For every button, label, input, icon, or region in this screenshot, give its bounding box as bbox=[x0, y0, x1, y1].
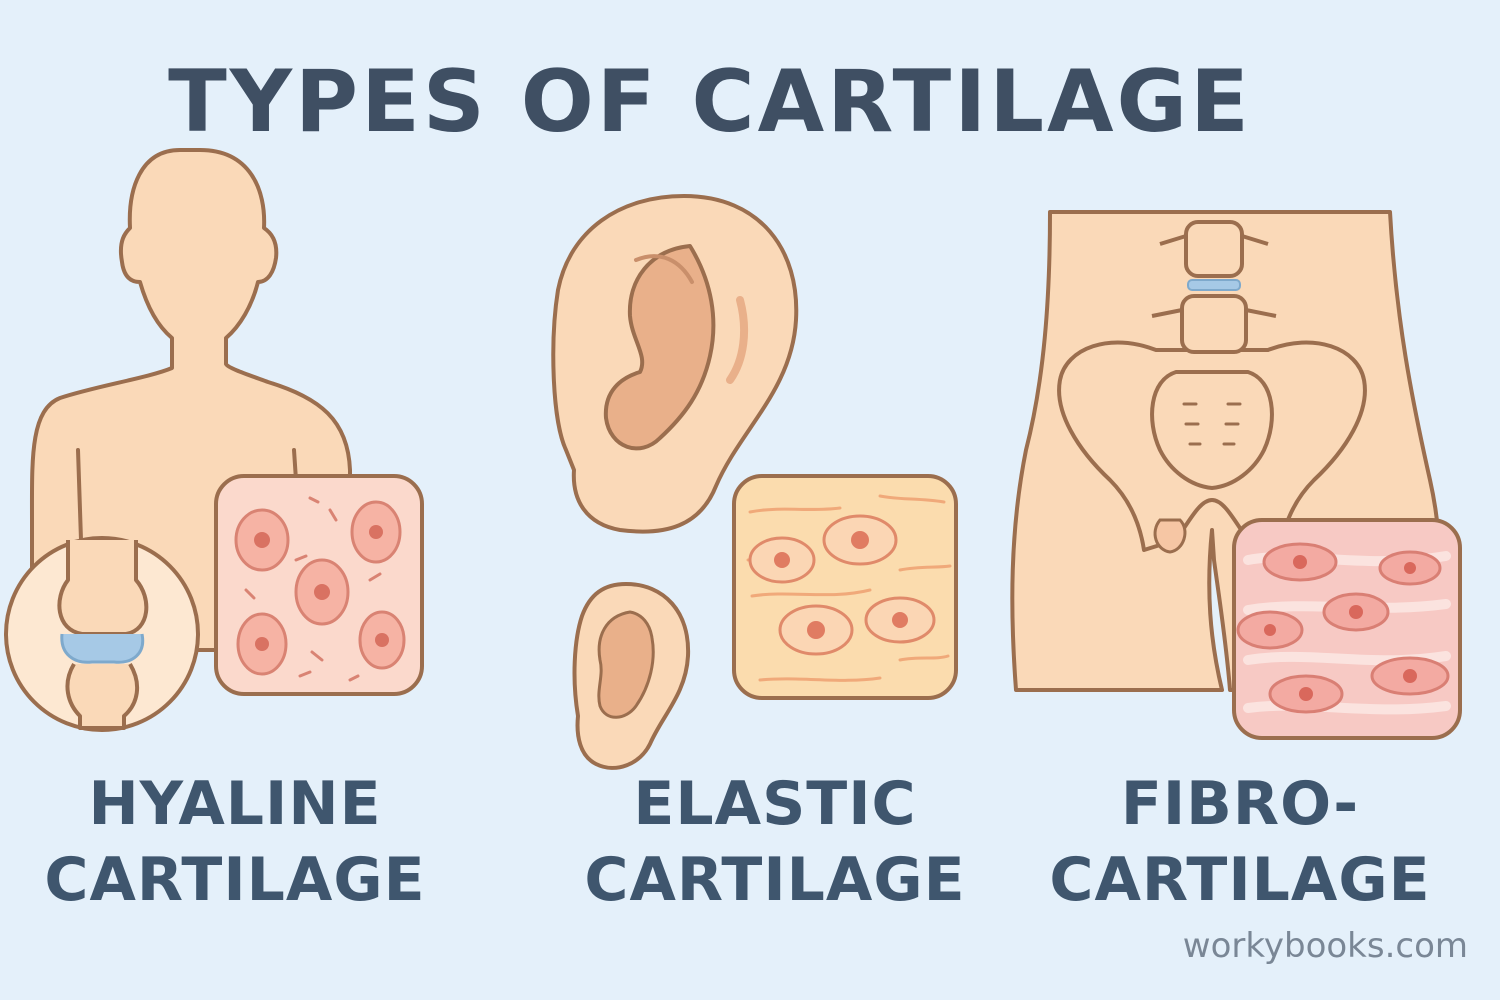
label-hyaline: HYALINE CARTILAGE bbox=[40, 766, 430, 918]
label-fibro: FIBRO- CARTILAGE bbox=[1040, 766, 1440, 918]
site-credit: workybooks.com bbox=[1182, 926, 1468, 966]
knee-joint-inset bbox=[4, 536, 200, 732]
label-fibro-line1: FIBRO- bbox=[1120, 769, 1360, 839]
page-title: TYPES OF CARTILAGE bbox=[168, 52, 1252, 152]
label-hyaline-line2: CARTILAGE bbox=[44, 845, 426, 915]
hyaline-tissue-sample bbox=[214, 474, 424, 696]
label-hyaline-line1: HYALINE bbox=[88, 769, 382, 839]
label-elastic-line1: ELASTIC bbox=[633, 769, 917, 839]
large-ear bbox=[551, 194, 799, 534]
label-elastic-line2: CARTILAGE bbox=[584, 845, 966, 915]
small-ear bbox=[572, 582, 691, 770]
label-fibro-line2: CARTILAGE bbox=[1049, 845, 1431, 915]
label-elastic: ELASTIC CARTILAGE bbox=[580, 766, 970, 918]
fibro-tissue-sample bbox=[1232, 518, 1462, 740]
elastic-tissue-sample bbox=[732, 474, 958, 700]
